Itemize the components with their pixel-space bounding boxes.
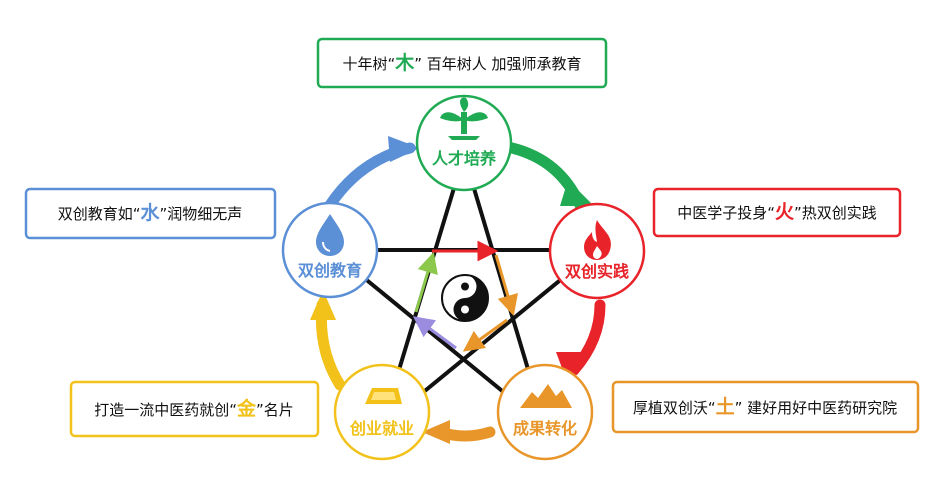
node-earth: 成果转化 [496,363,594,461]
box-bottom-left: 打造一流中医药就创“金”名片 [69,380,320,438]
inner-arrow [414,251,438,313]
arrowhead-earth-to-metal [422,420,450,444]
inner-arrow [494,254,518,317]
box-left: 双创教育如“水”润物细无声 [24,187,277,240]
box-left-text: 双创教育如“水”润物细无声 [58,202,243,224]
box-top: 十年树“木” 百年树人 加强师承教育 [316,37,608,89]
box-bottom-right: 厚植双创沃“土” 建好用好中医药研究院 [611,380,920,434]
node-earth-label: 成果转化 [513,419,577,438]
gold-bar-icon [365,388,402,404]
node-wood: 人才培养 [415,94,513,192]
arrowhead-fire-to-earth [556,352,584,384]
node-water-label: 双创教育 [298,261,362,280]
box-bottom-left-text: 打造一流中医药就创“金”名片 [94,397,294,420]
inner-arrows [412,240,518,352]
inner-arrow [412,316,457,350]
node-metal-label: 创业就业 [349,419,414,438]
inner-arrow [462,318,508,352]
cycle-arrows [310,136,606,444]
flame-icon [584,220,611,260]
box-right: 中医学子投身“火”热双创实践 [652,187,902,238]
node-fire: 双创实践 [548,202,646,300]
box-bottom-right-text: 厚植双创沃“土” 建好用好中医药研究院 [633,396,897,418]
water-drop-icon [316,214,344,256]
mountain-icon [520,384,572,408]
arrowhead-water-to-wood [388,136,420,162]
arrowhead-metal-to-water [310,290,336,320]
box-right-text: 中医学子投身“火”热双创实践 [677,201,877,223]
node-wood-label: 人才培养 [432,149,497,168]
node-metal: 创业就业 [333,363,431,461]
box-top-text: 十年树“木” 百年树人 加强师承教育 [342,51,581,74]
arrowhead-wood-to-fire [560,180,594,206]
arrow-fire-to-earth [568,299,606,376]
sprout-icon [440,97,488,140]
node-fire-label: 双创实践 [565,262,629,281]
yin-yang-icon [441,274,489,322]
node-water: 双创教育 [281,201,379,299]
